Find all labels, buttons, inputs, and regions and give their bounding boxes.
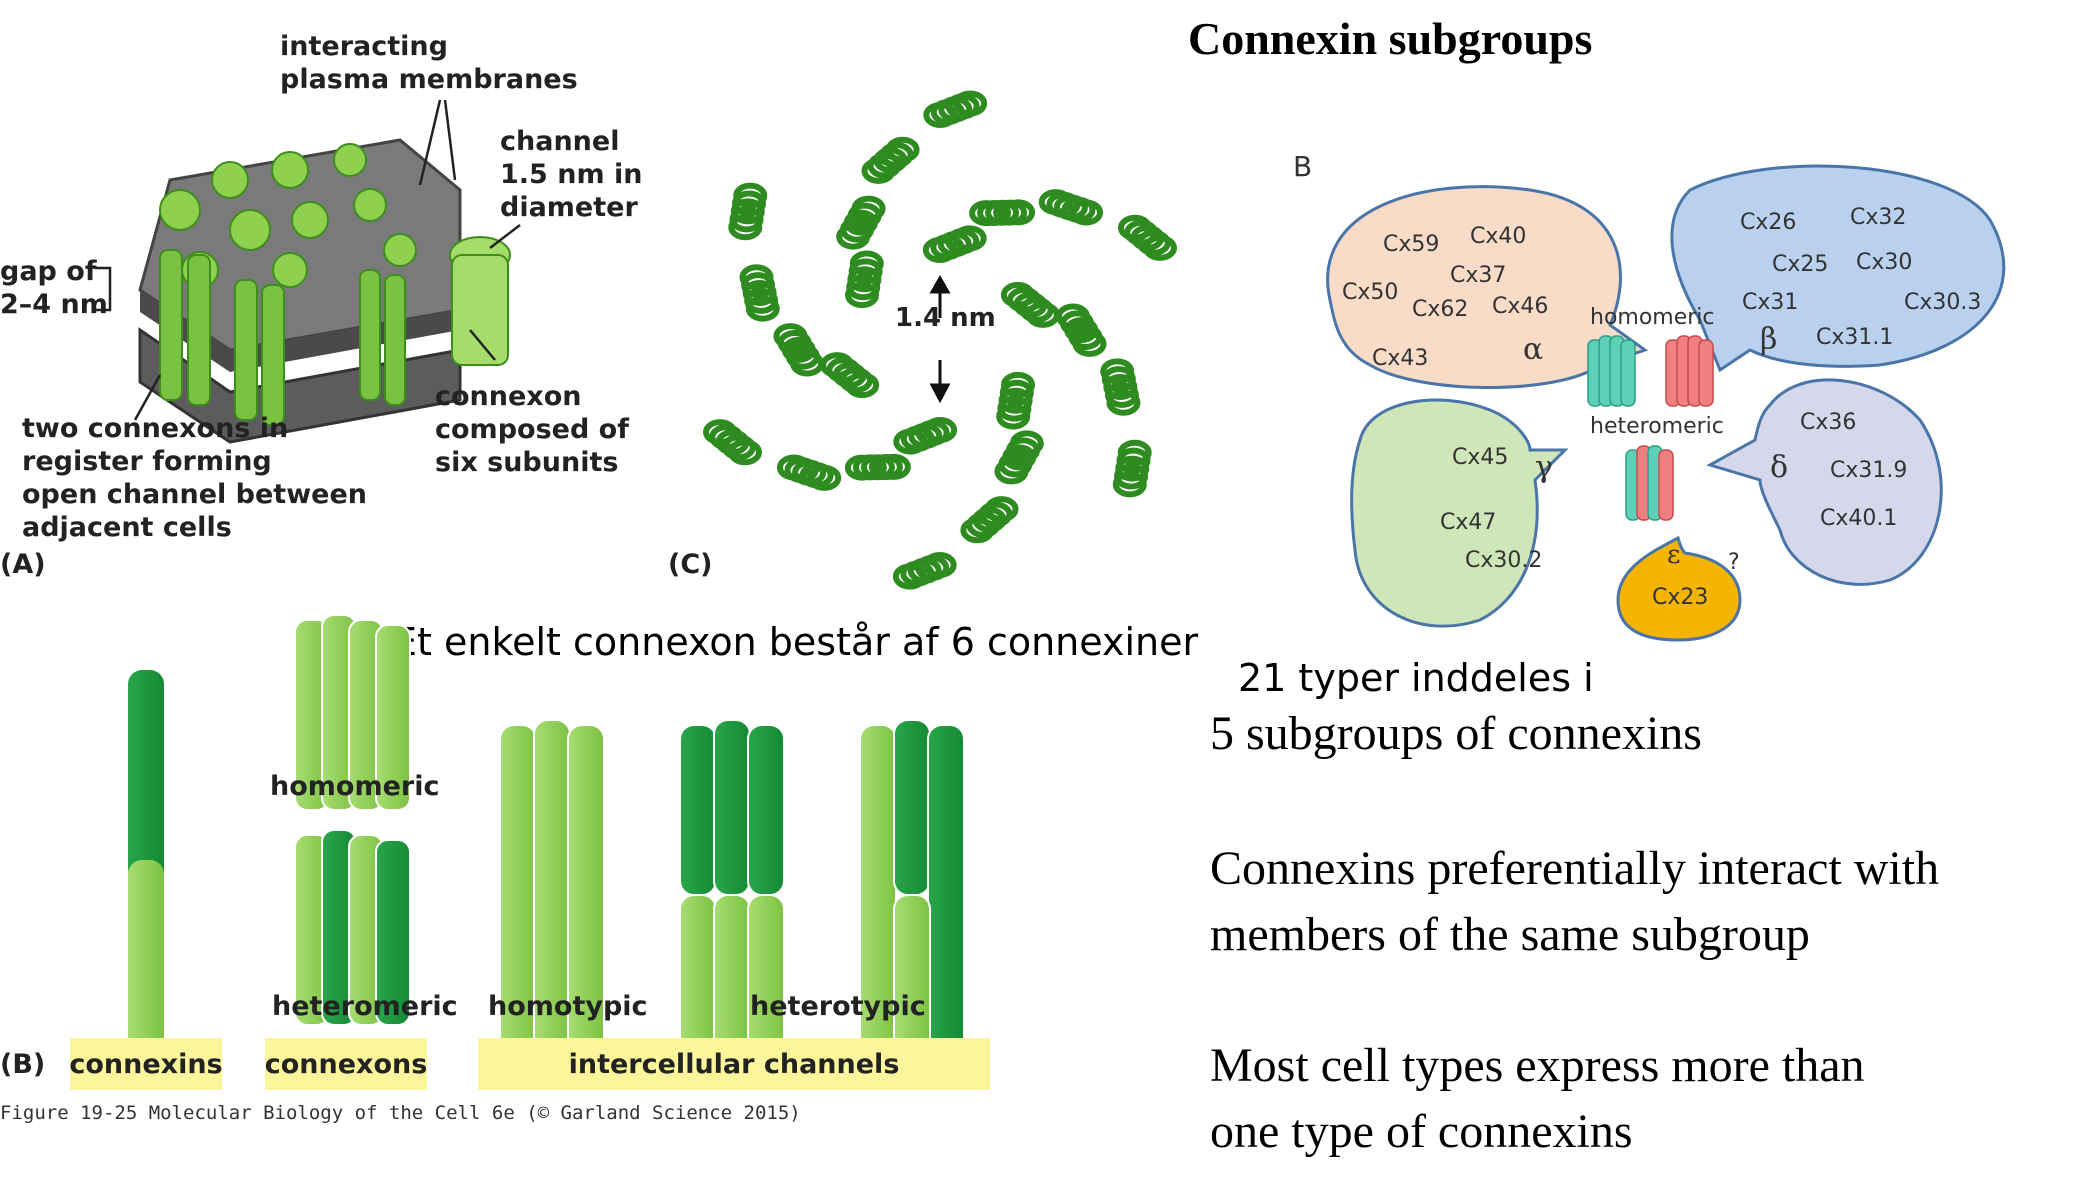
label-connexon-subunits: connexon composed of six subunits — [435, 381, 629, 478]
gamma-member: Cx30.2 — [1465, 548, 1543, 573]
panel-a-tag: (A) — [0, 549, 46, 580]
helix-coil — [773, 323, 808, 350]
helix-coil — [960, 517, 995, 544]
helix-coil — [1069, 199, 1104, 226]
helix-coil — [703, 419, 738, 446]
subgroups-figure-tag: B — [1293, 150, 1313, 183]
box-connexins: connexins — [69, 1038, 223, 1090]
alpha-member: Cx50 — [1342, 280, 1399, 305]
helix-coil — [851, 195, 886, 222]
helix-coil — [844, 454, 879, 481]
label-homotypic: homotypic — [488, 991, 648, 1022]
beta-member: Cx25 — [1772, 252, 1829, 277]
box-intercellular-channels: intercellular channels — [478, 1038, 990, 1090]
helix-coil — [1142, 234, 1177, 261]
pore-measure-label: 1.4 nm — [895, 303, 996, 333]
alpha-member: Cx37 — [1450, 263, 1507, 288]
label-homomeric: homomeric — [270, 771, 440, 802]
beta-member: Cx30 — [1856, 250, 1913, 275]
label-channel-diameter: channel 1.5 nm in diameter — [500, 126, 643, 223]
helix-coil — [994, 458, 1029, 485]
delta-member: Cx40.1 — [1820, 506, 1898, 531]
heteromeric-label: heteromeric — [1590, 414, 1724, 439]
alpha-member: Cx46 — [1492, 294, 1549, 319]
subgroups-diagram — [1326, 164, 2006, 642]
helix-coil — [1072, 330, 1107, 357]
label-heterotypic: heterotypic — [750, 991, 926, 1022]
figure-credit: Figure 19-25 Molecular Biology of the Ce… — [0, 1102, 801, 1124]
subgroups-line: 5 subgroups of connexins — [1210, 707, 1702, 760]
helix-coil — [1001, 199, 1036, 226]
express-line: Most cell types express more than one ty… — [1210, 1039, 1865, 1158]
helix-coil — [892, 563, 927, 590]
delta-symbol: δ — [1770, 450, 1789, 485]
helix-coil — [953, 90, 988, 117]
connexon-caption: Et enkelt connexon består af 6 connexine… — [393, 620, 1199, 664]
label-gap-width: gap of 2–4 nm — [0, 256, 108, 320]
gamma-member: Cx45 — [1452, 445, 1509, 470]
beta-member: Cx26 — [1740, 210, 1797, 235]
types-line: 21 typer inddeles i — [1238, 656, 1594, 700]
beta-member: Cx31 — [1742, 290, 1799, 315]
alpha-symbol: α — [1523, 332, 1544, 367]
helix-coil — [1106, 389, 1141, 416]
alpha-member: Cx59 — [1383, 232, 1440, 257]
label-heteromeric: heteromeric — [272, 991, 458, 1022]
connexin-assembly-diagram — [128, 614, 965, 1070]
subgroups-title: Connexin subgroups — [1188, 13, 1593, 64]
interact-line: Connexins preferentially interact with m… — [1210, 842, 1940, 961]
panel-b-tag: (B) — [0, 1049, 46, 1080]
helix-coil — [893, 428, 928, 455]
alpha-member: Cx62 — [1412, 297, 1469, 322]
helix-coil — [885, 136, 920, 163]
homomeric-label: homomeric — [1590, 305, 1715, 330]
alpha-member: Cx40 — [1470, 224, 1527, 249]
beta-symbol: β — [1760, 322, 1778, 357]
epsilon-symbol: ε — [1667, 540, 1681, 570]
panel-c-tag: (C) — [668, 549, 713, 580]
connexon-ribbon-structure — [703, 90, 1177, 590]
helix-coil — [739, 264, 774, 291]
box-connexons: connexons — [265, 1038, 427, 1090]
helix-coil — [733, 182, 768, 209]
helix-coil — [1112, 471, 1147, 498]
delta-member: Cx31.9 — [1830, 458, 1908, 483]
label-interacting-membranes: interacting plasma membranes — [280, 31, 578, 95]
beta-member: Cx31.1 — [1816, 325, 1894, 350]
helix-coil — [849, 250, 884, 277]
helix-coil — [776, 454, 811, 481]
alpha-member: Cx43 — [1372, 346, 1429, 371]
gamma-symbol: γ — [1535, 450, 1553, 485]
label-two-connexons: two connexons in register forming open c… — [22, 413, 368, 543]
gamma-member: Cx47 — [1440, 510, 1497, 535]
delta-member: Cx36 — [1800, 410, 1857, 435]
helix-coil — [996, 403, 1031, 430]
epsilon-question: ? — [1728, 550, 1740, 575]
beta-member: Cx30.3 — [1904, 290, 1982, 315]
epsilon-member: Cx23 — [1652, 585, 1709, 610]
gap-junction-illustration — [95, 99, 521, 444]
helix-coil — [952, 225, 987, 252]
beta-member: Cx32 — [1850, 205, 1907, 230]
